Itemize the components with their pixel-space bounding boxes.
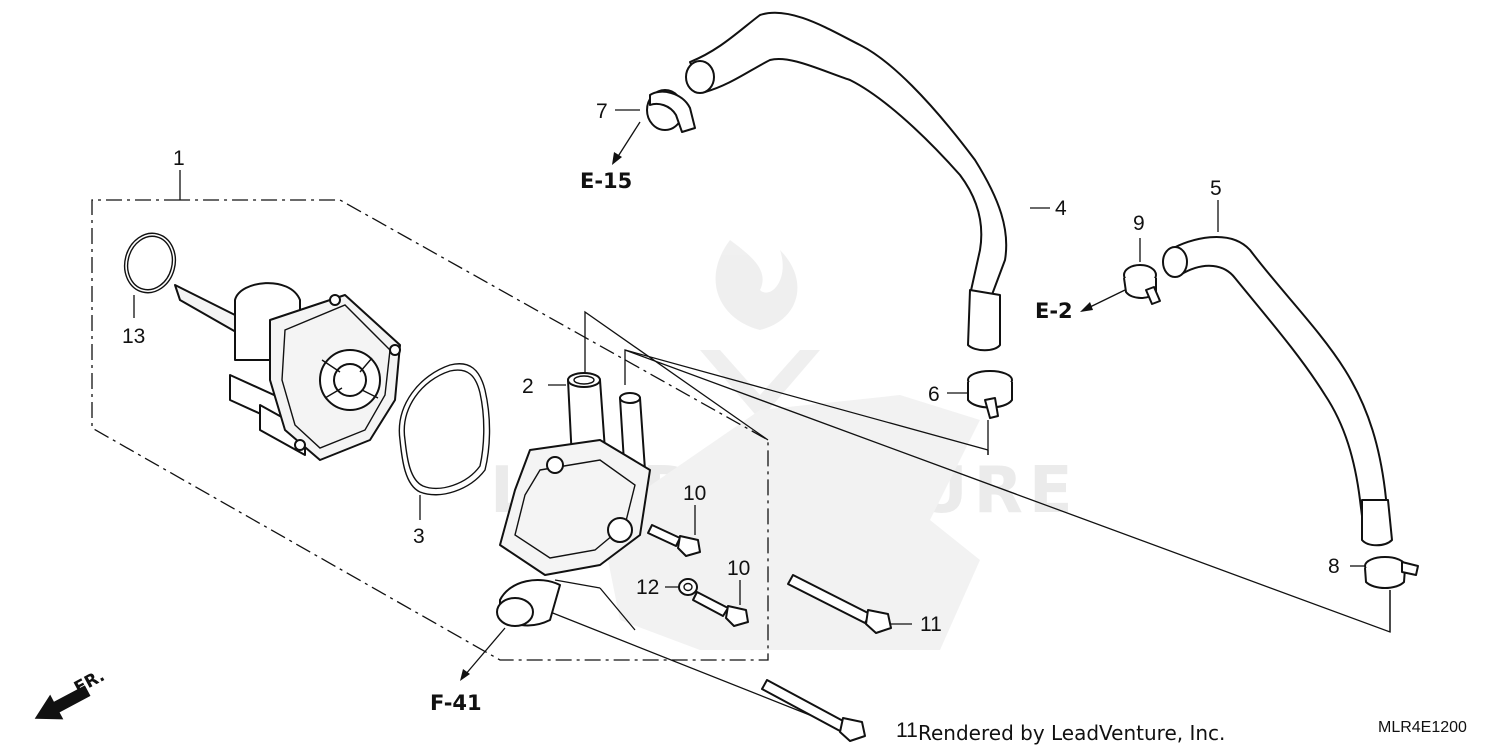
hose-part-5 [1162, 236, 1393, 547]
reference-arrows [460, 121, 1126, 681]
clamp-part-6 [967, 370, 1013, 419]
cover-part [496, 372, 651, 627]
reference-e15[interactable]: E-15 [580, 169, 632, 193]
callout-6: 6 [928, 383, 940, 406]
gasket-part [398, 363, 491, 496]
clamp-part-8 [1364, 556, 1419, 589]
bolt-part-10b [692, 591, 749, 627]
callout-7: 7 [596, 100, 608, 123]
callout-4: 4 [1055, 197, 1067, 220]
callout-10b: 10 [727, 557, 750, 580]
bolt-part-11b [761, 679, 866, 742]
washer-part [678, 578, 698, 596]
front-arrow-icon [34, 685, 91, 720]
water-pump-part [174, 282, 401, 461]
callout-5: 5 [1210, 177, 1222, 200]
callout-3: 3 [413, 525, 425, 548]
bolt-part-10a [647, 524, 701, 557]
callout-10a: 10 [683, 482, 706, 505]
hose-part-4 [685, 11, 1008, 352]
clamp-part-7 [646, 89, 696, 133]
callout-12: 12 [636, 576, 659, 599]
callout-9: 9 [1133, 212, 1145, 235]
reference-f41[interactable]: F-41 [430, 691, 482, 715]
credit-text: Rendered by LeadVenture, Inc. [918, 721, 1225, 745]
callout-11a: 11 [920, 613, 942, 636]
leader-lines [133, 109, 1391, 736]
clamp-part-9 [1123, 264, 1161, 305]
assembly-outline [91, 170, 769, 661]
o-ring-part [123, 232, 177, 294]
callout-1: 1 [173, 147, 185, 170]
reference-e2[interactable]: E-2 [1035, 299, 1073, 323]
bolt-part-11a [787, 574, 892, 634]
callout-13: 13 [122, 325, 145, 348]
diagram-code: MLR4E1200 [1378, 719, 1467, 736]
callout-2: 2 [522, 375, 534, 398]
callout-11b: 11 [896, 719, 918, 742]
callout-8: 8 [1328, 555, 1340, 578]
